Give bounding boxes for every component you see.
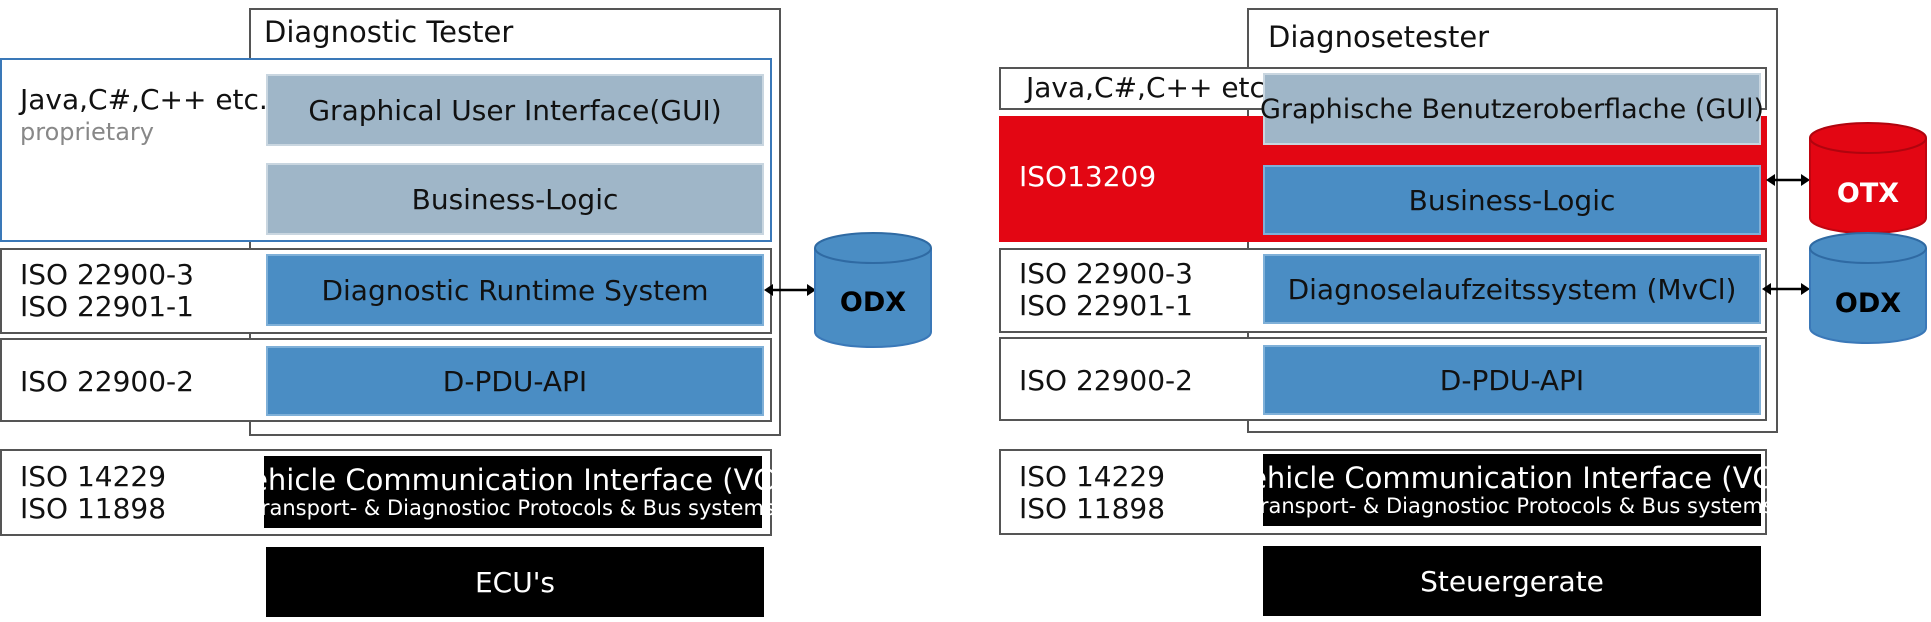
left-odx-database: ODX (814, 232, 932, 348)
right-vci-box: Vehicle Communication Interface (VCI) Tr… (1231, 454, 1793, 526)
left-tester-title: Diagnostic Tester (264, 15, 514, 49)
left-app-row-label: Java,C#,C++ etc. (20, 83, 268, 116)
left-app-row-sublabel: proprietary (20, 118, 154, 146)
right-tester-title: Diagnosetester (1268, 20, 1490, 54)
right-language-row (999, 67, 1767, 110)
right-tester-frame (1247, 8, 1778, 433)
left-database-cylinder-icon (814, 232, 932, 348)
right-odx-double-arrow-icon (1762, 283, 1810, 295)
right-dpdu-row (999, 337, 1767, 421)
left-vci-title: Vehicle Communication Interface (VCI) (232, 463, 794, 497)
right-runtime-row-label-2: ISO 22901-1 (1019, 289, 1193, 322)
right-gui-box: Graphische Benutzeroberflache (GUl) (1260, 73, 1764, 145)
right-vci-subtitle: Transport- & Diagnostioc Protocols & Bus… (1250, 494, 1774, 518)
right-otx-database: OTX (1809, 122, 1927, 234)
right-vci-row-label-1: ISO 14229 (1019, 460, 1166, 493)
left-odx-label: ODX (839, 287, 907, 318)
right-vci-row (999, 449, 1767, 535)
left-vci-row-label-2: ISO 11898 (20, 492, 167, 525)
right-dpdu-row-label: ISO 22900-2 (1019, 364, 1193, 397)
right-business-logic-box: Business-Logic (1263, 165, 1761, 235)
left-diagram: Diagnostic Tester Java,C#,C++ etc. propr… (0, 0, 940, 622)
right-odx-label: ODX (1834, 288, 1902, 319)
right-odx-database: ODX (1809, 232, 1927, 344)
right-iso13209-label: ISO13209 (1019, 160, 1157, 193)
left-gui-box: Graphical User Interface(GUI) (266, 74, 764, 146)
right-runtime-row-label-1: ISO 22900-3 (1019, 257, 1193, 290)
left-vci-row-label-1: ISO 14229 (20, 460, 167, 493)
right-otx-cylinder-icon (1809, 122, 1927, 234)
right-language-row-label: Java,C#,C++ etc. (1026, 71, 1274, 104)
left-vci-box: Vehicle Communication Interface (VCI) Tr… (232, 456, 794, 528)
right-odx-cylinder-icon (1809, 232, 1927, 344)
left-runtime-box: Diagnostic Runtime System (266, 254, 764, 326)
right-vci-title: Vehicle Communication Interface (VCI) (1231, 461, 1793, 495)
right-runtime-row (999, 248, 1767, 333)
right-runtime-box: Diagnoselaufzeitssystem (MvCl) (1263, 254, 1761, 324)
left-ecu-box: ECU's (266, 547, 764, 617)
left-double-arrow-icon (764, 284, 816, 296)
left-vci-subtitle: Transport- & Diagnostioc Protocols & Bus… (251, 496, 775, 520)
left-dpdu-box: D-PDU-API (266, 346, 764, 416)
right-dpdu-box: D-PDU-API (1263, 345, 1761, 415)
left-dpdu-row-label: ISO 22900-2 (20, 365, 194, 398)
right-ecu-box: Steuergerate (1263, 546, 1761, 616)
left-runtime-row-label-2: ISO 22901-1 (20, 290, 194, 323)
left-runtime-row-label-1: ISO 22900-3 (20, 258, 194, 291)
left-business-logic-box: Business-Logic (266, 163, 764, 235)
right-vci-row-label-2: ISO 11898 (1019, 492, 1166, 525)
right-iso13209-row (999, 116, 1767, 242)
right-otx-double-arrow-icon (1766, 174, 1810, 186)
right-otx-label: OTX (1836, 178, 1900, 209)
